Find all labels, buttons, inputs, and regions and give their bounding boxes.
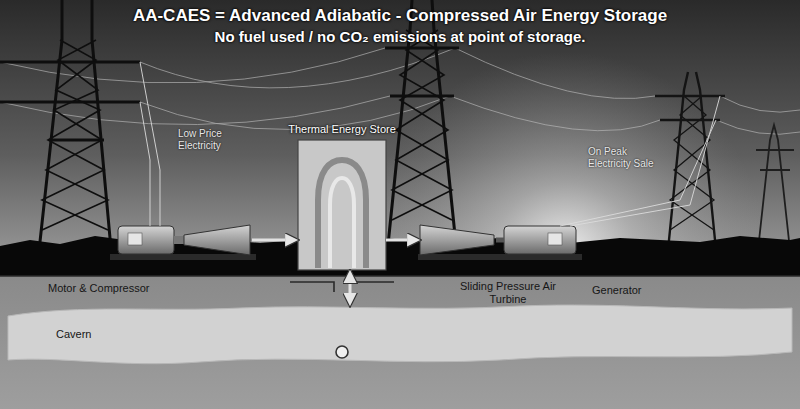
valve-pipes bbox=[290, 282, 394, 358]
illustration-part bbox=[716, 120, 800, 134]
illustration-part bbox=[450, 96, 660, 131]
ground-line bbox=[0, 275, 800, 277]
illustration-part bbox=[420, 225, 494, 255]
illustration-part bbox=[560, 120, 716, 226]
illustration-part bbox=[392, 30, 452, 220]
supply-leads bbox=[140, 62, 720, 226]
illustration-part bbox=[392, 30, 452, 220]
illustration-part bbox=[128, 233, 142, 245]
part-label: Cavern bbox=[56, 328, 176, 341]
title: AA-CAES = Advanced Adiabatic - Compresse… bbox=[0, 6, 800, 26]
air-flow-pipe bbox=[252, 239, 298, 242]
cavern-shape bbox=[8, 305, 792, 364]
drive-shaft bbox=[496, 238, 504, 243]
illustration-part bbox=[670, 96, 714, 230]
illustration-part bbox=[350, 282, 394, 292]
ground-section bbox=[0, 276, 800, 409]
illustration-part bbox=[42, 40, 108, 230]
illustration-part bbox=[298, 140, 386, 270]
illustration-part bbox=[548, 233, 562, 245]
pylon-right bbox=[655, 72, 725, 250]
illustration-part bbox=[318, 160, 366, 268]
part-label: Motor & Compressor bbox=[48, 282, 198, 295]
illustration-part bbox=[330, 178, 354, 268]
illustration-part bbox=[418, 254, 582, 260]
supply-label: Low Price Electricity bbox=[178, 128, 248, 152]
thermal-store bbox=[298, 140, 386, 270]
subtitle: No fuel used / no CO₂ emissions at point… bbox=[0, 28, 800, 45]
air-flow-pipe bbox=[349, 270, 352, 306]
part-label: Generator bbox=[592, 284, 672, 297]
illustration-part bbox=[92, 0, 112, 260]
illustration-part bbox=[720, 96, 800, 112]
illustration-part bbox=[184, 225, 250, 255]
sun-glow bbox=[0, 0, 800, 282]
illustration-part bbox=[38, 0, 62, 260]
output-label: On Peak Electricity Sale bbox=[588, 146, 654, 170]
illustration-part bbox=[758, 125, 790, 250]
illustration-part bbox=[756, 150, 794, 170]
machine-box: Generator bbox=[504, 222, 580, 258]
illustration-part bbox=[670, 96, 714, 230]
store-box: Thermal Energy Store bbox=[298, 140, 386, 270]
illustration-part bbox=[118, 226, 174, 254]
illustration-part bbox=[336, 346, 348, 358]
illustration-part bbox=[504, 226, 576, 254]
illustration-part bbox=[110, 254, 256, 260]
illustration-part bbox=[290, 282, 334, 292]
part-label: Thermal Energy Store bbox=[262, 123, 422, 136]
illustration-part bbox=[570, 96, 720, 226]
illustration-part bbox=[455, 48, 655, 99]
pylon-left bbox=[0, 0, 140, 260]
illustration-part bbox=[140, 102, 150, 226]
motor-compressor bbox=[110, 225, 256, 260]
illustration-part bbox=[0, 96, 390, 125]
illustration-part bbox=[140, 62, 160, 226]
turbine-generator bbox=[418, 225, 582, 260]
part-label: Sliding Pressure Air Turbine bbox=[458, 280, 558, 306]
machine-box: Sliding Pressure Air Turbine bbox=[420, 222, 496, 258]
pylon-far-right bbox=[756, 125, 794, 250]
sky bbox=[0, 0, 800, 282]
cavern-band: Cavern bbox=[8, 306, 792, 364]
illustration-part bbox=[385, 48, 459, 96]
illustration-part bbox=[0, 62, 140, 140]
machine-box: Motor & Compressor bbox=[112, 222, 252, 258]
illustration-part bbox=[174, 236, 184, 244]
air-flow-pipe bbox=[386, 239, 420, 242]
illustration-part bbox=[42, 40, 108, 230]
